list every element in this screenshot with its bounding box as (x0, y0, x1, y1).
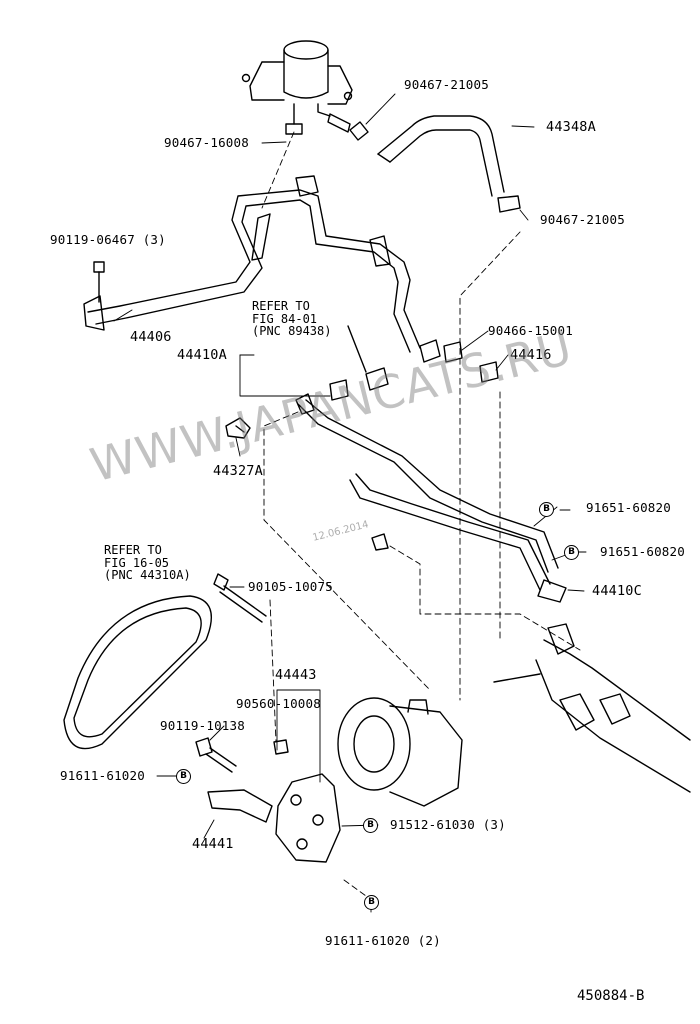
steering-pump (337, 697, 463, 807)
reservoir-tank (241, 40, 353, 135)
bracket-44441 (207, 789, 273, 823)
label-44441: 44441 (192, 836, 234, 852)
reference-fig84-line1: REFER TO (252, 299, 310, 313)
drawing-number: 450884-B (577, 988, 645, 1004)
reference-fig16-line3: (PNC 44310A) (104, 568, 191, 582)
reference-fig84-line3: (PNC 89438) (252, 324, 332, 338)
label-90119-06467: 90119-06467 (3) (50, 232, 166, 247)
badge-b-91512: B (363, 818, 378, 833)
badge-b-91611-bottom: B (364, 895, 379, 910)
badge-leaders (559, 509, 587, 553)
leader-lines (113, 93, 585, 913)
clamp-90466 (443, 341, 499, 383)
label-91512-61030: 91512-61030 (3) (390, 817, 506, 832)
reference-fig84-line2: FIG 84-01 (252, 311, 318, 326)
bolt-90119-10138 (195, 737, 237, 773)
clamp-44327A (225, 417, 251, 439)
pressure-tube-44410C (295, 393, 567, 603)
badge-b-91611-left: B (176, 769, 191, 784)
label-44327A: 44327A (213, 463, 263, 479)
dashed-lines (261, 131, 581, 897)
label-90466-15001: 90466-15001 (488, 323, 573, 338)
reference-note-fig84: REFER TO FIG 84-01 (PNC 89438) (252, 300, 331, 338)
badge-b-91651-a: B (539, 502, 554, 517)
label-90467-21005-top: 90467-21005 (404, 77, 489, 92)
label-90467-16008: 90467-16008 (164, 135, 249, 150)
badge-b-91651-b: B (564, 545, 579, 560)
label-91651-60820-a: 91651-60820 (586, 500, 671, 515)
steering-gear-housing (493, 623, 691, 793)
reference-fig16-line1: REFER TO (104, 543, 162, 557)
stud-90560-10008 (273, 739, 289, 755)
return-hose (349, 115, 521, 213)
bolt-90119-06467 (93, 261, 105, 303)
label-44410A: 44410A (177, 347, 227, 363)
bolt-90105-10075 (213, 573, 267, 623)
label-90560-10008: 90560-10008 (236, 696, 321, 711)
label-44416: 44416 (510, 347, 552, 363)
label-44410C: 44410C (592, 583, 642, 599)
label-91651-60820-b: 91651-60820 (600, 544, 685, 559)
drive-belt (63, 595, 213, 750)
label-90467-21005-bottom: 90467-21005 (540, 212, 625, 227)
pressure-tube (83, 175, 441, 363)
label-91611-61020-bottom: 91611-61020 (2) (325, 933, 441, 948)
label-44443: 44443 (275, 667, 317, 683)
label-91611-61020-left: 91611-61020 (60, 768, 145, 783)
reference-note-fig16: REFER TO FIG 16-05 (PNC 44310A) (104, 544, 191, 582)
label-44348A: 44348A (546, 119, 596, 135)
union-fittings (329, 325, 389, 401)
label-44406: 44406 (130, 329, 172, 345)
bracket-44443 (275, 773, 341, 863)
reference-fig16-line2: FIG 16-05 (104, 555, 170, 570)
label-90119-10138: 90119-10138 (160, 718, 245, 733)
label-90105-10075: 90105-10075 (248, 579, 333, 594)
